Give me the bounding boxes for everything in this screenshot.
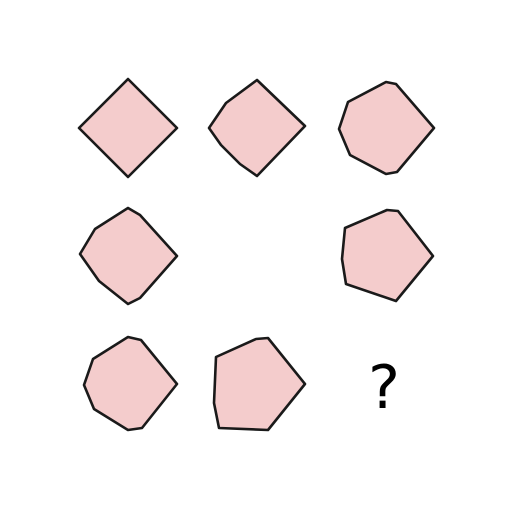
cell-r1c3-octagon[interactable] xyxy=(337,80,436,176)
cell-r1c1-square[interactable] xyxy=(77,77,179,179)
cell-r3c2-heptagon[interactable] xyxy=(212,336,307,432)
cell-r3c1-octagon[interactable] xyxy=(82,335,179,432)
cell-r2c1-octagon[interactable] xyxy=(78,206,179,306)
answer-placeholder: ? xyxy=(368,353,400,423)
cell-r1c2-hexagon[interactable] xyxy=(207,78,307,178)
cell-r2c2-empty xyxy=(209,208,305,304)
cell-r2c3-heptagon[interactable] xyxy=(340,208,435,303)
